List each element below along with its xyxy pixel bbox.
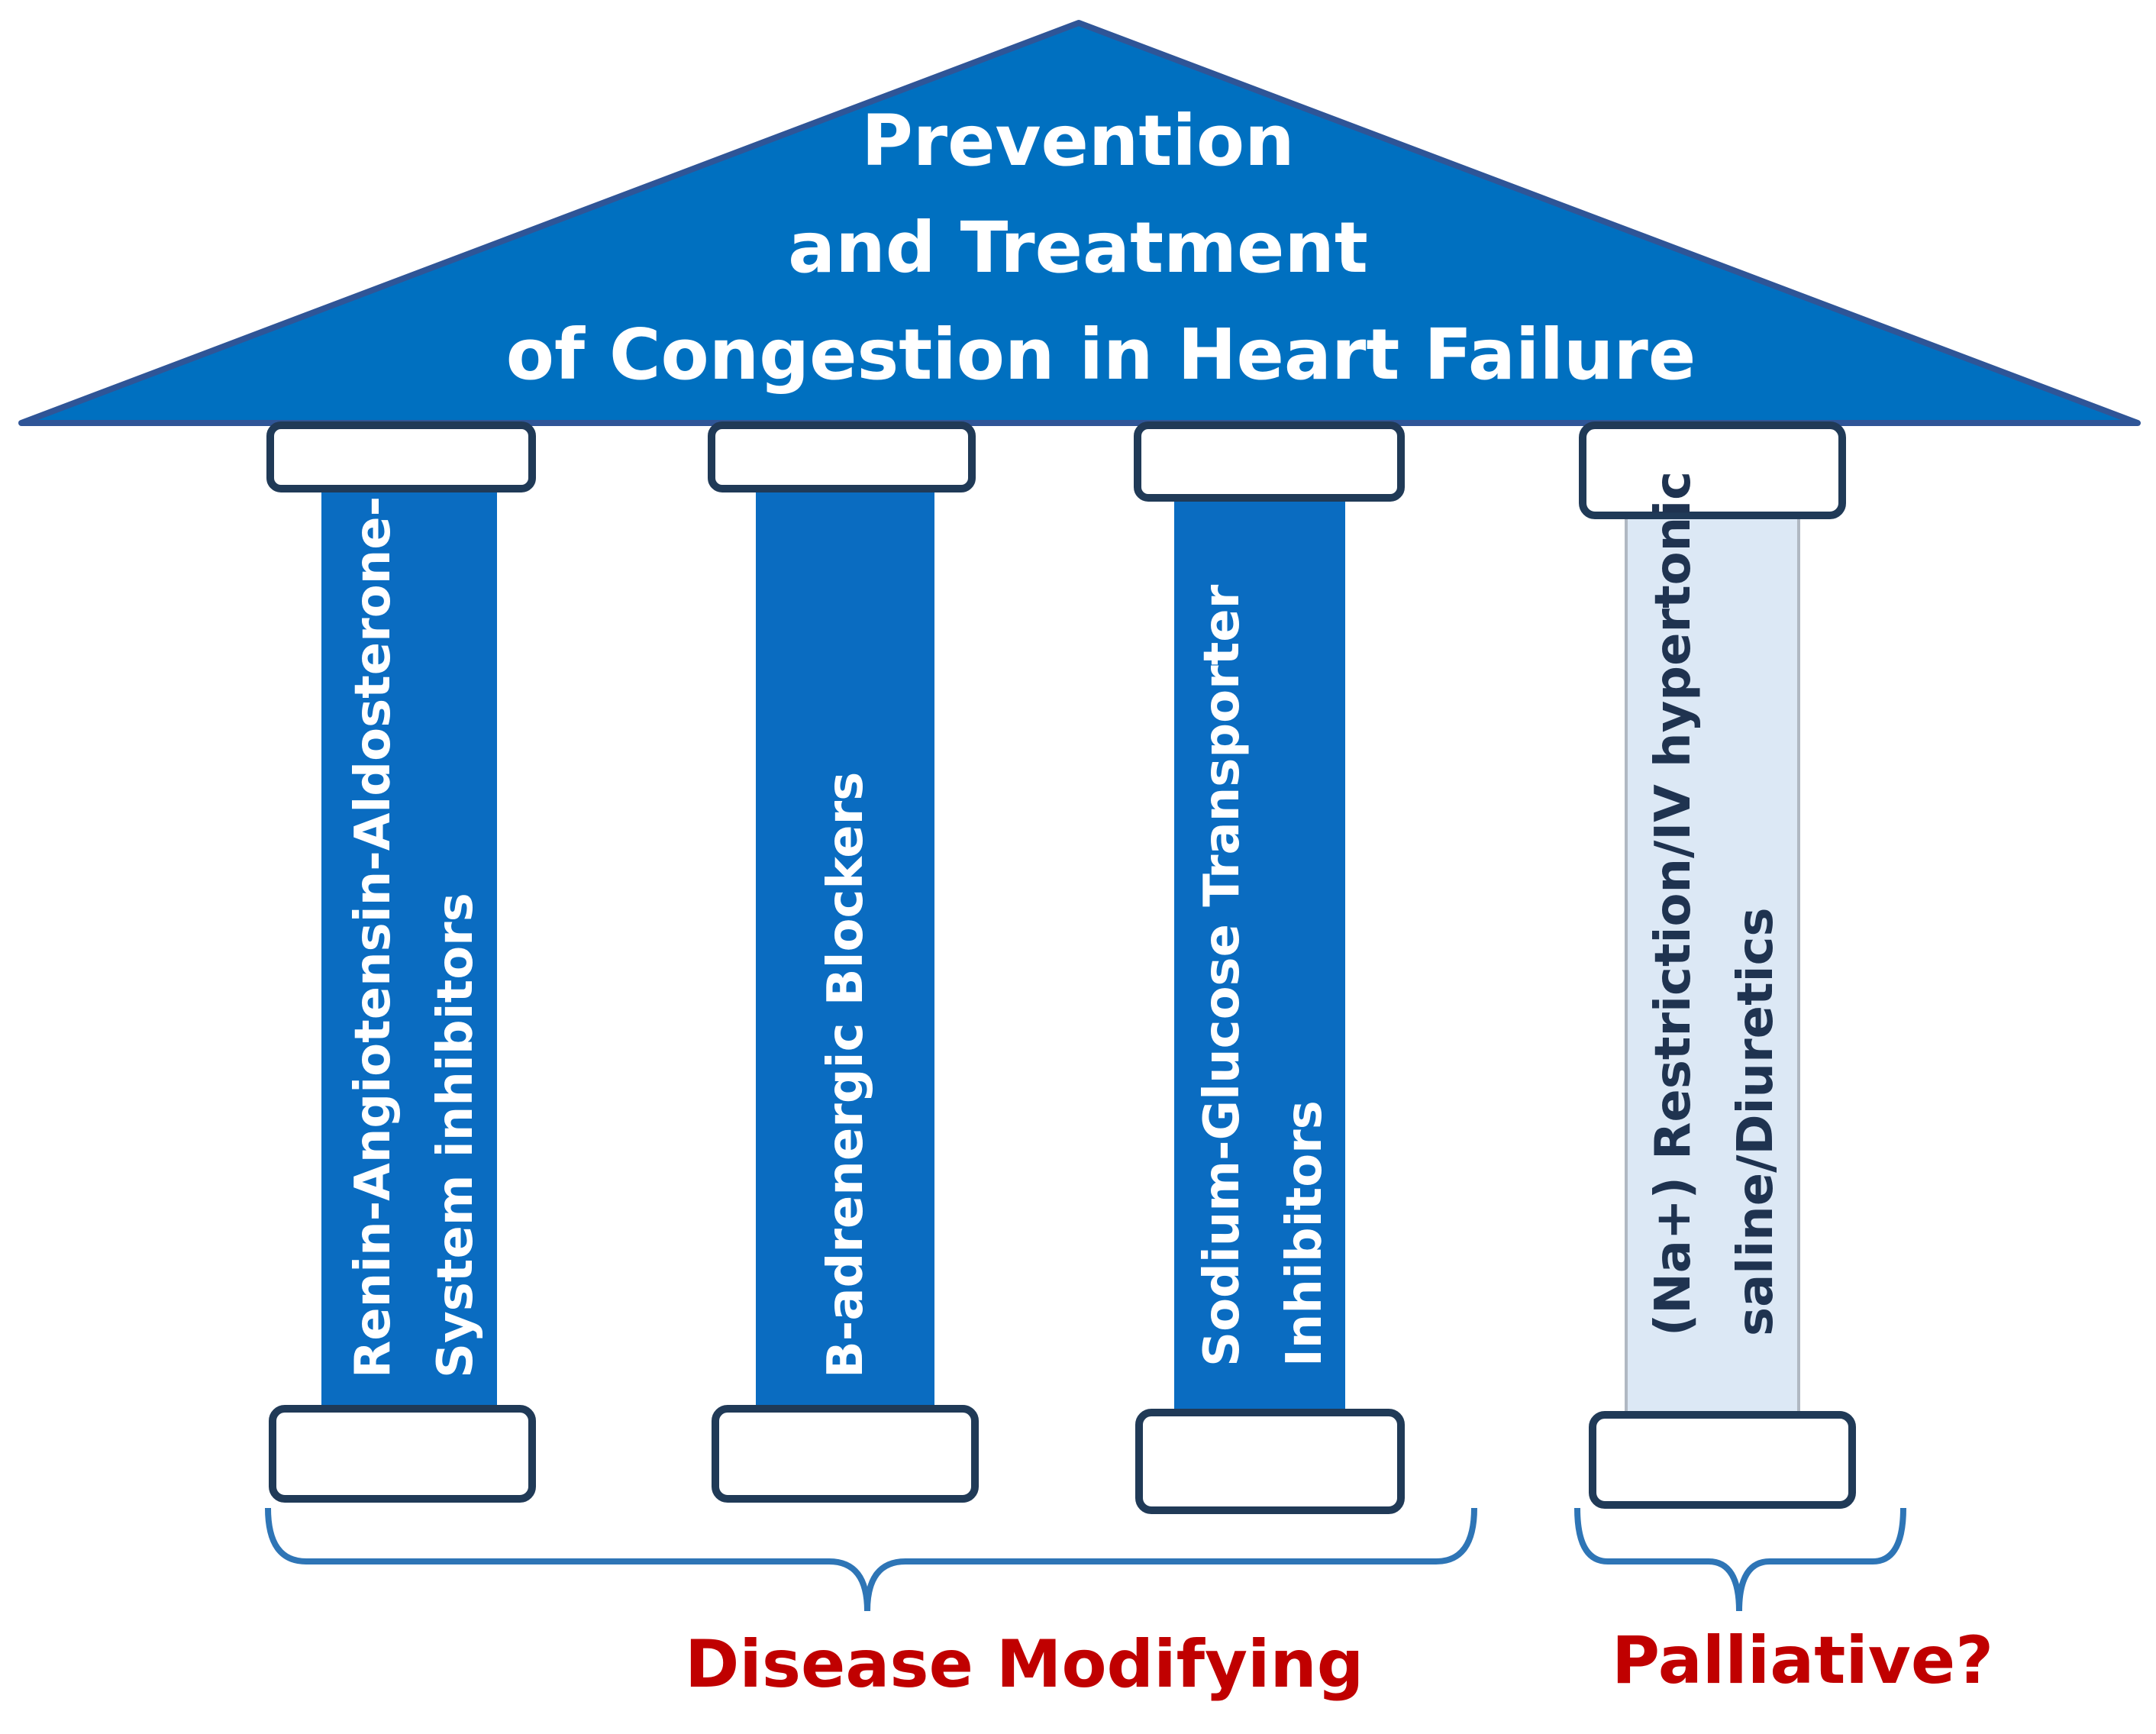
pillar-2-top-cap <box>708 421 976 492</box>
pillar-1-label-line-2: System inhibitors <box>428 893 484 1378</box>
roof-title-line-1: Prevention <box>861 100 1295 182</box>
pillar-1-top-cap <box>266 421 536 492</box>
group-label-palliative: Palliative? <box>1612 1623 1994 1699</box>
pillar-4-top-cap <box>1579 421 1846 519</box>
pillar-4-label-line-2: saline/Diuretics <box>1728 907 1784 1336</box>
pillar-2-label-line-1: B-adrenergic Blockers <box>818 771 874 1378</box>
pillar-2-base <box>712 1405 979 1503</box>
brace-disease-modifying <box>265 1507 1477 1612</box>
pillar-3-top-cap <box>1134 421 1405 502</box>
pillar-3-shaft <box>1174 496 1345 1413</box>
roof <box>18 20 2141 426</box>
pillar-1-label: Renin-Angiotensin-Aldosterone- System in… <box>332 496 497 1378</box>
pillar-1-shaft <box>321 489 497 1409</box>
group-label-disease-modifying: Disease Modifying <box>685 1626 1364 1703</box>
pillar-1-base <box>269 1405 536 1503</box>
pillar-3-label-line-2: Inhibitors <box>1276 1100 1333 1367</box>
pillar-4-shaft <box>1625 514 1800 1416</box>
pillar-1-label-line-1: Renin-Angiotensin-Aldosterone- <box>345 496 402 1378</box>
brace-palliative <box>1574 1507 1906 1612</box>
pillar-3-label-line-1: Sodium-Glucose Transporter <box>1194 584 1251 1367</box>
pillar-4-label-line-1: (Na+) Restriction/IV hypertonic <box>1645 470 1702 1336</box>
roof-title-line-2: and Treatment <box>788 207 1368 289</box>
pillar-4-base <box>1589 1411 1856 1509</box>
pillar-2-label: B-adrenergic Blockers <box>805 772 887 1378</box>
pillar-3-base <box>1135 1409 1405 1514</box>
pillar-3-label: Sodium-Glucose Transporter Inhibitors <box>1181 585 1346 1367</box>
roof-title-line-3: of Congestion in Heart Failure <box>505 314 1696 396</box>
pillar-4-label: (Na+) Restriction/IV hypertonic saline/D… <box>1632 471 1797 1336</box>
pillar-2-shaft <box>756 489 934 1409</box>
